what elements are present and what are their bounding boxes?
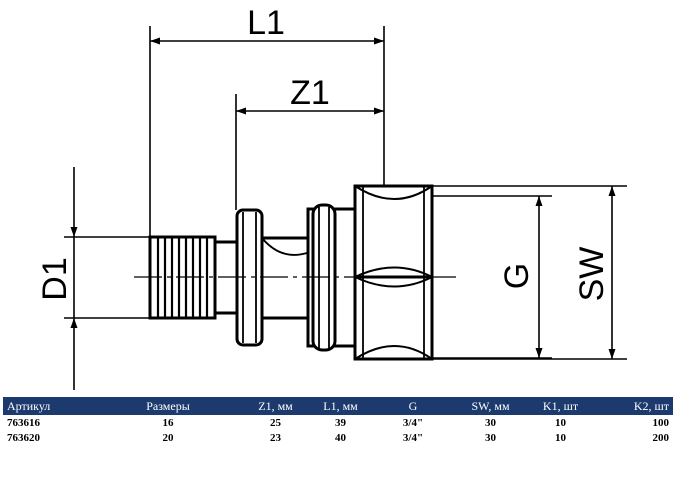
extension-lines bbox=[64, 26, 627, 360]
dimension-d1: D1 bbox=[36, 167, 78, 390]
table-row: 763616 16 25 39 3/4" 30 10 100 bbox=[3, 415, 673, 430]
cell-article: 763620 bbox=[7, 431, 40, 444]
table-row: 763620 20 23 40 3/4" 30 10 200 bbox=[3, 430, 673, 445]
dimension-z1: Z1 bbox=[236, 74, 384, 115]
cell-k1: 10 bbox=[555, 431, 566, 444]
table-header-row: Артикул Размеры Z1, мм L1, мм G SW, мм K… bbox=[3, 397, 673, 415]
cell-sw: 30 bbox=[485, 431, 496, 444]
label-z1: Z1 bbox=[290, 74, 330, 112]
cell-l1: 39 bbox=[335, 416, 346, 429]
cell-k1: 10 bbox=[555, 416, 566, 429]
cell-z1: 23 bbox=[270, 431, 281, 444]
header-z1: Z1, мм bbox=[243, 397, 308, 415]
dimension-sw: SW bbox=[573, 186, 616, 359]
cell-sw: 30 bbox=[485, 416, 496, 429]
header-sw: SW, мм bbox=[453, 397, 528, 415]
cell-g: 3/4" bbox=[402, 431, 424, 444]
fitting-drawing: L1 Z1 D1 G SW bbox=[36, 4, 627, 390]
header-k2: K2, шт bbox=[593, 397, 673, 415]
cell-k2: 100 bbox=[652, 416, 670, 429]
cell-z1: 25 bbox=[270, 416, 281, 429]
label-d1: D1 bbox=[36, 257, 74, 300]
label-g: G bbox=[498, 263, 536, 289]
header-size: Размеры bbox=[93, 397, 243, 415]
label-sw: SW bbox=[573, 247, 611, 302]
cell-k2: 200 bbox=[652, 431, 670, 444]
header-l1: L1, мм bbox=[308, 397, 373, 415]
header-k1: K1, шт bbox=[528, 397, 593, 415]
fitting-body bbox=[148, 184, 434, 361]
cell-l1: 40 bbox=[335, 431, 346, 444]
spec-table: Артикул Размеры Z1, мм L1, мм G SW, мм K… bbox=[3, 397, 673, 445]
cell-article: 763616 bbox=[7, 416, 40, 429]
cell-g: 3/4" bbox=[402, 416, 424, 429]
cell-size: 20 bbox=[162, 431, 174, 444]
label-l1: L1 bbox=[247, 4, 285, 42]
header-g: G bbox=[373, 397, 453, 415]
dimension-g: G bbox=[498, 196, 543, 358]
header-article: Артикул bbox=[3, 397, 93, 415]
dimension-l1: L1 bbox=[150, 4, 384, 45]
cell-size: 16 bbox=[162, 416, 174, 429]
